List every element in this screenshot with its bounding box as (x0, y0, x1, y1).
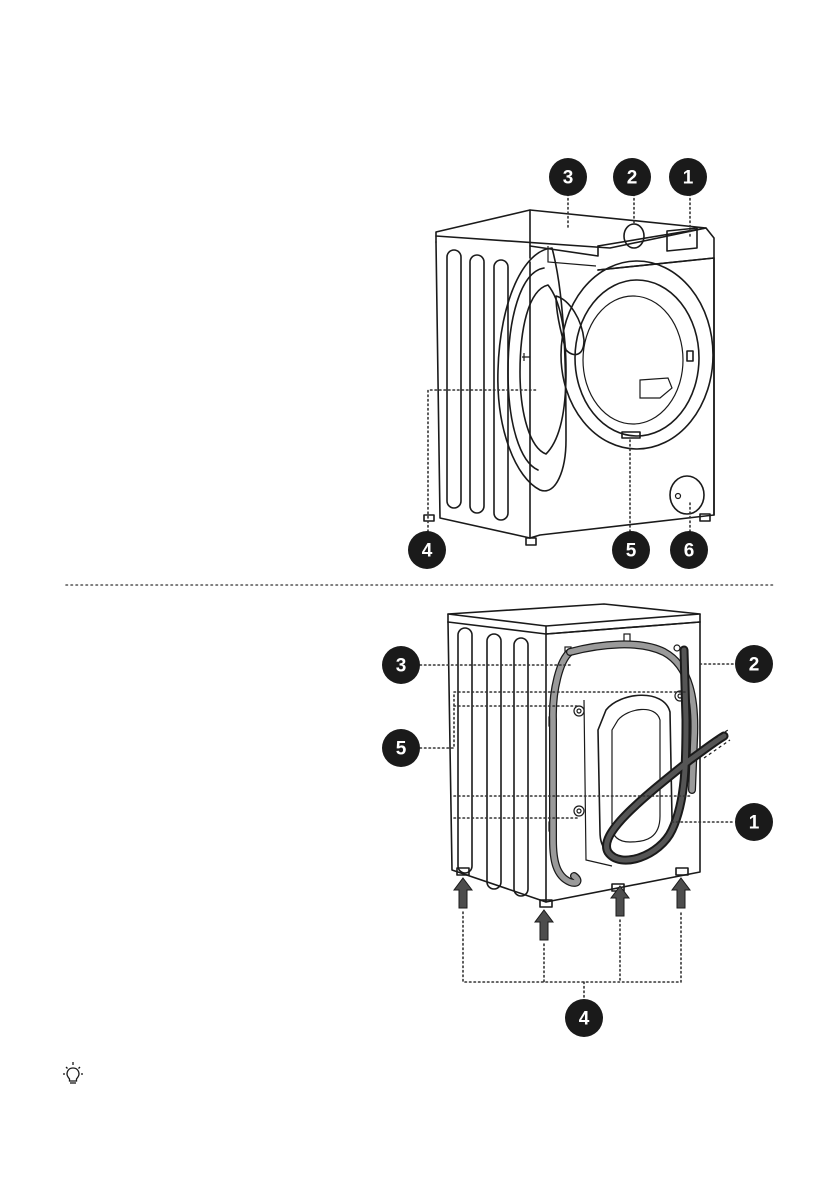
rear-callout-1: 1 (735, 803, 773, 841)
foot-arrow-2 (535, 910, 553, 940)
front-callout-5: 5 (612, 531, 650, 569)
rear-view-illustration (448, 604, 730, 907)
rear-callout-4-label: 4 (579, 1009, 590, 1030)
front-callout-2: 2 (613, 158, 651, 196)
rear-callout-5-label: 5 (396, 739, 407, 760)
front-callout-1: 1 (669, 158, 707, 196)
rear-callout-1-label: 1 (749, 813, 760, 834)
front-callout-3-label: 3 (563, 168, 574, 189)
rear-callout-4: 4 (565, 999, 603, 1037)
front-callout-5-label: 5 (626, 541, 637, 562)
foot-arrow-1 (454, 878, 472, 908)
front-callout-6: 6 (670, 531, 708, 569)
front-callout-4-label: 4 (422, 541, 433, 562)
rear-callout-3-label: 3 (396, 656, 407, 677)
lightbulb-icon (63, 1062, 83, 1083)
front-callout-3: 3 (549, 158, 587, 196)
drain-hose (607, 650, 724, 860)
rear-callout-3: 3 (382, 646, 420, 684)
front-view-leaders (428, 194, 690, 536)
front-callout-6-label: 6 (684, 541, 695, 562)
front-view-illustration (424, 210, 714, 545)
front-callout-2-label: 2 (627, 168, 638, 189)
front-callout-1-label: 1 (683, 168, 694, 189)
rear-callout-5: 5 (382, 729, 420, 767)
rear-callout-2: 2 (735, 645, 773, 683)
rear-callout-2-label: 2 (749, 655, 760, 676)
foot-arrow-4 (672, 878, 690, 908)
front-callout-4: 4 (408, 531, 446, 569)
